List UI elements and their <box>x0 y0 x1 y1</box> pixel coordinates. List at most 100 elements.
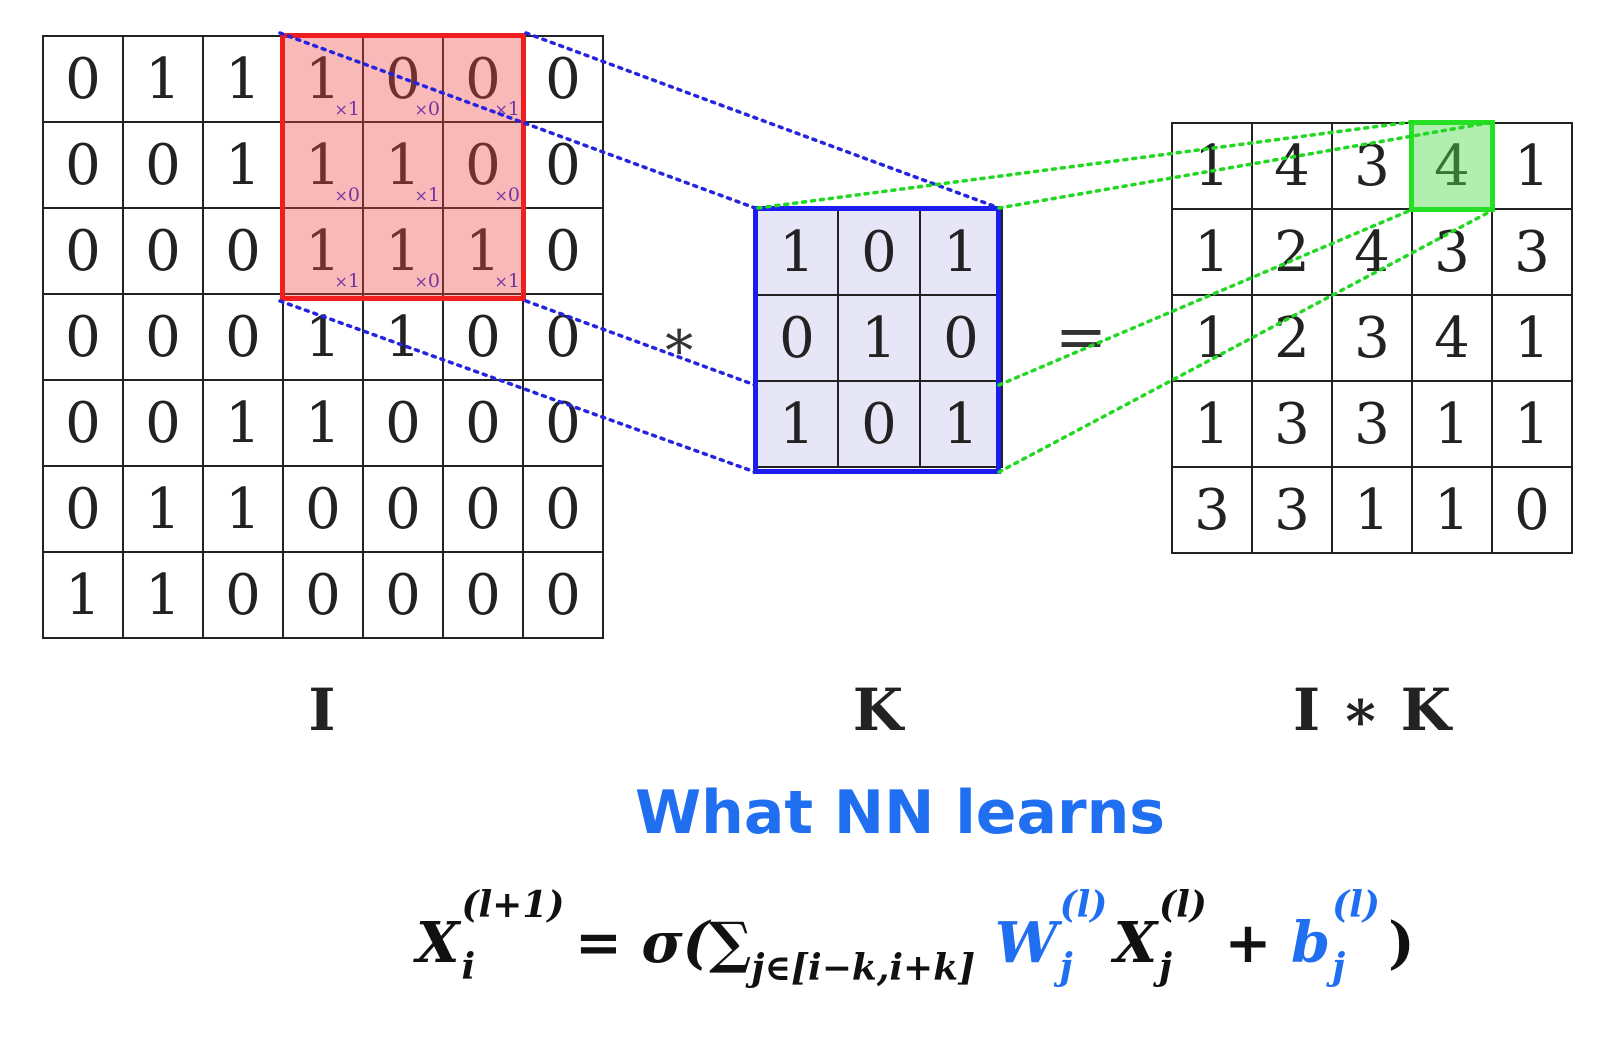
multiplier-sign: × <box>494 186 508 205</box>
multiplier-value: 1 <box>347 270 360 292</box>
input-cell-value: 0 <box>145 390 181 456</box>
kernel-cell: 0 <box>755 294 839 382</box>
formula-weight-sup: (l) <box>1059 884 1108 926</box>
input-cell-value: 0 <box>65 390 101 456</box>
input-cell-value: 1 <box>225 132 261 198</box>
input-cell-value: 1 <box>305 304 341 370</box>
multiplier-value: 1 <box>507 270 520 292</box>
formula-lhs: X(l+1)i <box>416 887 564 985</box>
output-cell-value: 3 <box>1354 133 1390 199</box>
input-cell: 0 <box>522 379 604 467</box>
output-cell: 3 <box>1171 466 1253 554</box>
input-cell: 0 <box>442 379 524 467</box>
multiplier-value: 0 <box>347 184 360 206</box>
input-cell: 0 <box>522 293 604 381</box>
formula-weight-symbol: W <box>994 910 1058 976</box>
kernel-cell-value: 0 <box>779 305 815 371</box>
input-cell: 1 <box>282 379 364 467</box>
multiplier-sign: × <box>334 186 348 205</box>
output-cell: 4 <box>1411 122 1493 210</box>
multiplier-sign: × <box>494 100 508 119</box>
kernel-multiplier-label: ×1 <box>335 272 361 291</box>
kernel-cell-value: 0 <box>943 305 979 371</box>
input-cell-value: 1 <box>225 390 261 456</box>
input-cell-value: 0 <box>545 476 581 542</box>
input-cell-value: 0 <box>225 562 261 628</box>
multiplier-value: 1 <box>507 98 520 120</box>
output-cell-value: 3 <box>1354 391 1390 457</box>
multiplier-sign: × <box>494 272 508 291</box>
formula-bias: b(l)j <box>1291 887 1380 985</box>
input-cell: 0 <box>42 35 124 123</box>
input-cell: 1×1 <box>282 207 364 295</box>
formula-sigma: σ( <box>641 910 710 976</box>
output-cell-value: 1 <box>1194 133 1230 199</box>
output-cell: 3 <box>1331 294 1413 382</box>
formula-plus: + <box>1205 910 1291 976</box>
kernel-cell-value: 1 <box>943 391 979 457</box>
input-cell: 0 <box>42 379 124 467</box>
kernel-cell: 1 <box>755 380 839 468</box>
output-cell-value: 3 <box>1274 477 1310 543</box>
input-cell: 0×0 <box>362 35 444 123</box>
output-cell: 1 <box>1171 122 1253 210</box>
output-cell-value: 1 <box>1354 477 1390 543</box>
output-cell: 1 <box>1171 380 1253 468</box>
multiplier-value: 0 <box>427 270 440 292</box>
kernel-multiplier-label: ×0 <box>415 100 441 119</box>
multiplier-value: 1 <box>347 98 360 120</box>
input-cell-value: 1 <box>145 46 181 112</box>
output-cell-value: 3 <box>1514 219 1550 285</box>
input-cell-value: 0 <box>225 218 261 284</box>
formula-equals: = <box>555 910 642 976</box>
output-cell-value: 1 <box>1194 391 1230 457</box>
input-cell: 1 <box>202 35 284 123</box>
kernel-multiplier-label: ×1 <box>335 100 361 119</box>
input-cell-value: 1 <box>225 46 261 112</box>
input-cell: 0 <box>442 293 524 381</box>
output-cell-value: 4 <box>1274 133 1310 199</box>
kernel-cell-value: 1 <box>861 305 897 371</box>
output-cell: 1 <box>1411 380 1493 468</box>
kernel-cell-value: 1 <box>943 219 979 285</box>
formula-x-symbol: X <box>1113 910 1158 976</box>
input-cell: 0×1 <box>442 35 524 123</box>
multiplier-value: 1 <box>427 184 440 206</box>
label-output-IK: I ∗ K <box>1293 676 1451 744</box>
input-cell: 1×1 <box>362 121 444 209</box>
input-cell: 1 <box>42 551 124 639</box>
input-cell: 0 <box>122 207 204 295</box>
output-cell-value: 4 <box>1354 219 1390 285</box>
output-cell-value: 4 <box>1434 133 1470 199</box>
input-cell-value: 0 <box>545 562 581 628</box>
input-cell-value: 0 <box>545 218 581 284</box>
input-cell-value: 0 <box>145 218 181 284</box>
multiplier-sign: × <box>414 100 428 119</box>
input-cell-value: 0 <box>65 476 101 542</box>
input-cell-value: 0 <box>225 304 261 370</box>
output-cell-value: 2 <box>1274 219 1310 285</box>
output-cell: 1 <box>1411 466 1493 554</box>
input-cell: 1×1 <box>442 207 524 295</box>
input-cell-value: 0 <box>545 390 581 456</box>
output-cell: 1 <box>1491 294 1573 382</box>
input-cell-value: 0 <box>465 304 501 370</box>
kernel-multiplier-label: ×0 <box>335 186 361 205</box>
output-cell: 1 <box>1171 208 1253 296</box>
kernel-multiplier-label: ×1 <box>415 186 441 205</box>
input-cell: 0 <box>522 121 604 209</box>
kernel-cell: 0 <box>837 380 921 468</box>
